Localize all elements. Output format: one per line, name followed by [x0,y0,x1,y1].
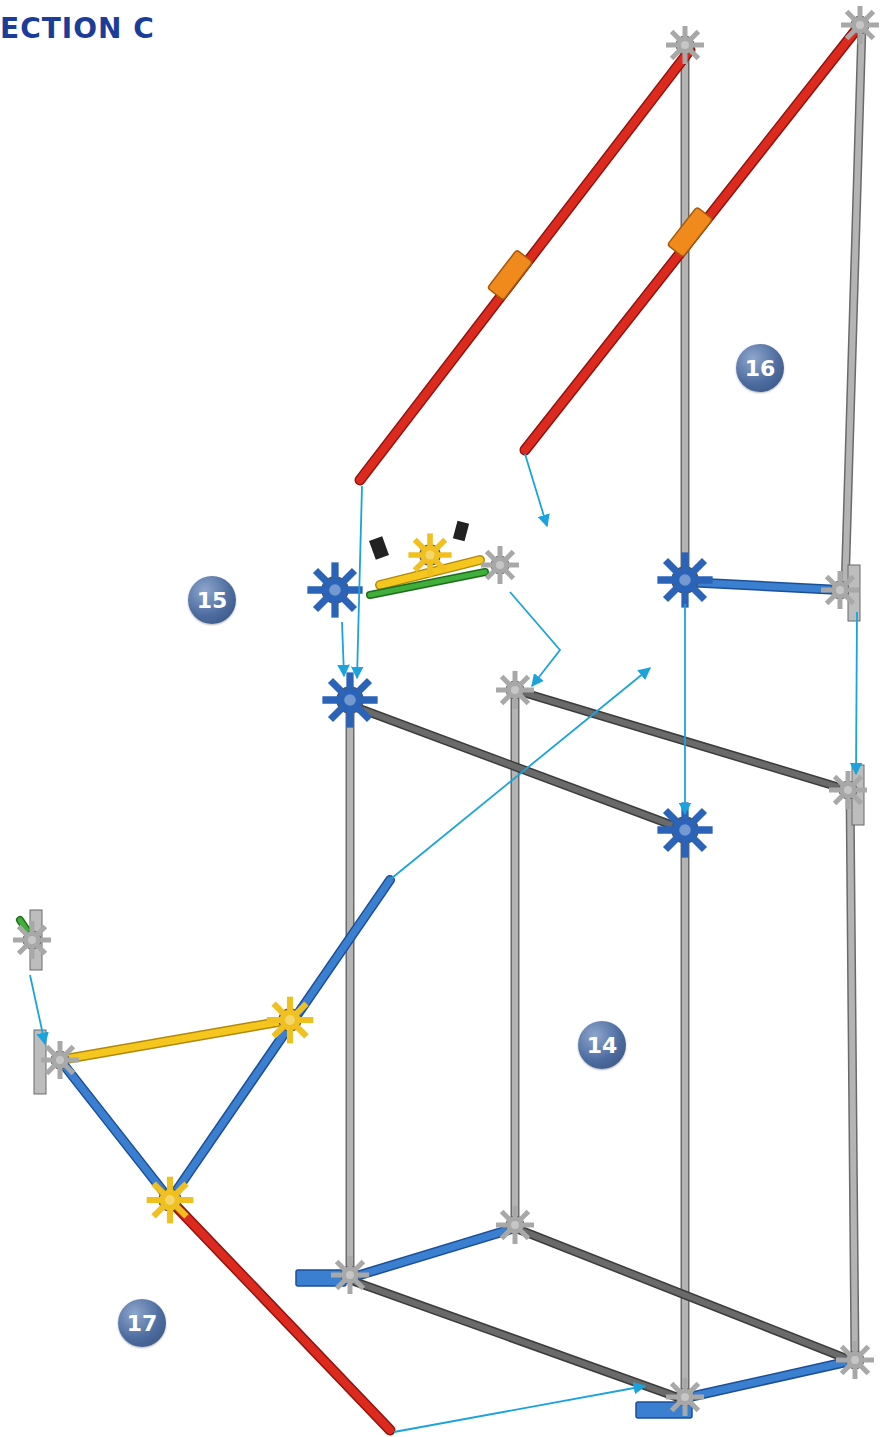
callout-number: 17 [118,1299,166,1347]
callout-number: 14 [578,1021,626,1069]
section-title: ECTION C [0,12,155,45]
callout-number: 15 [188,576,236,624]
callout-number: 16 [736,344,784,392]
